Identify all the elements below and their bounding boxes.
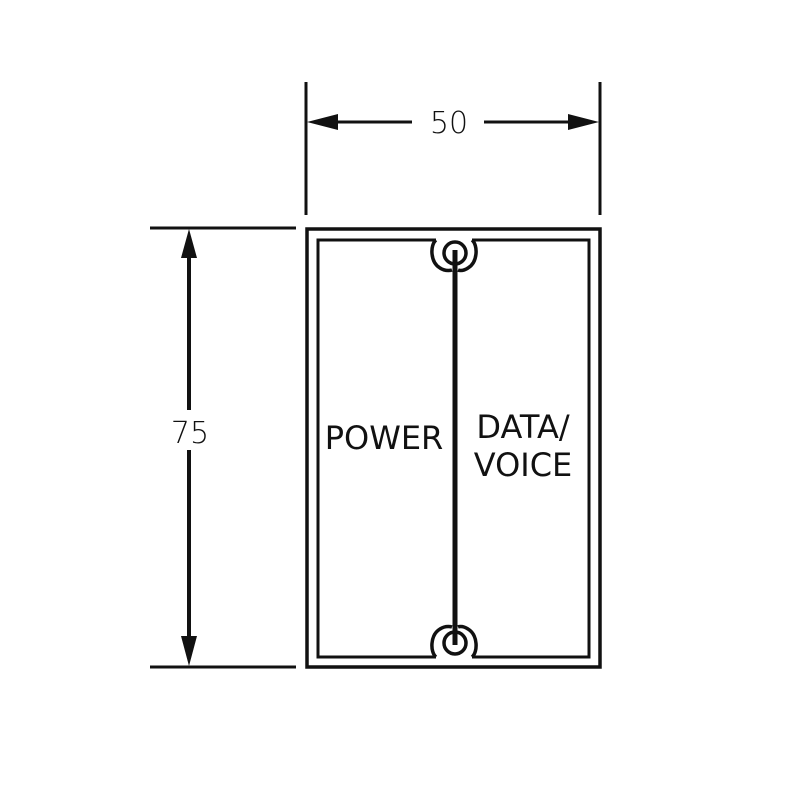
bottom-clip-icon	[430, 624, 478, 659]
width-arrow-right-icon	[484, 114, 599, 130]
data-voice-compartment-label-line1: DATA/	[476, 408, 569, 446]
trunking-profile: POWER DATA/ VOICE	[305, 227, 602, 669]
outer-wall	[305, 227, 602, 669]
height-dimension: 75	[150, 226, 296, 669]
height-arrow-bottom-icon	[181, 450, 197, 666]
data-voice-compartment-label-line2: VOICE	[474, 446, 573, 484]
inner-wall-right	[472, 238, 591, 659]
inner-wall-left	[316, 238, 436, 659]
height-arrow-top-icon	[181, 229, 197, 410]
width-arrow-left-icon	[307, 114, 412, 130]
width-dimension: 50	[304, 82, 602, 215]
width-dimension-value: 50	[430, 106, 468, 141]
power-compartment-label: POWER	[325, 419, 444, 457]
top-clip-icon	[430, 238, 478, 273]
height-dimension-value: 75	[171, 416, 209, 451]
